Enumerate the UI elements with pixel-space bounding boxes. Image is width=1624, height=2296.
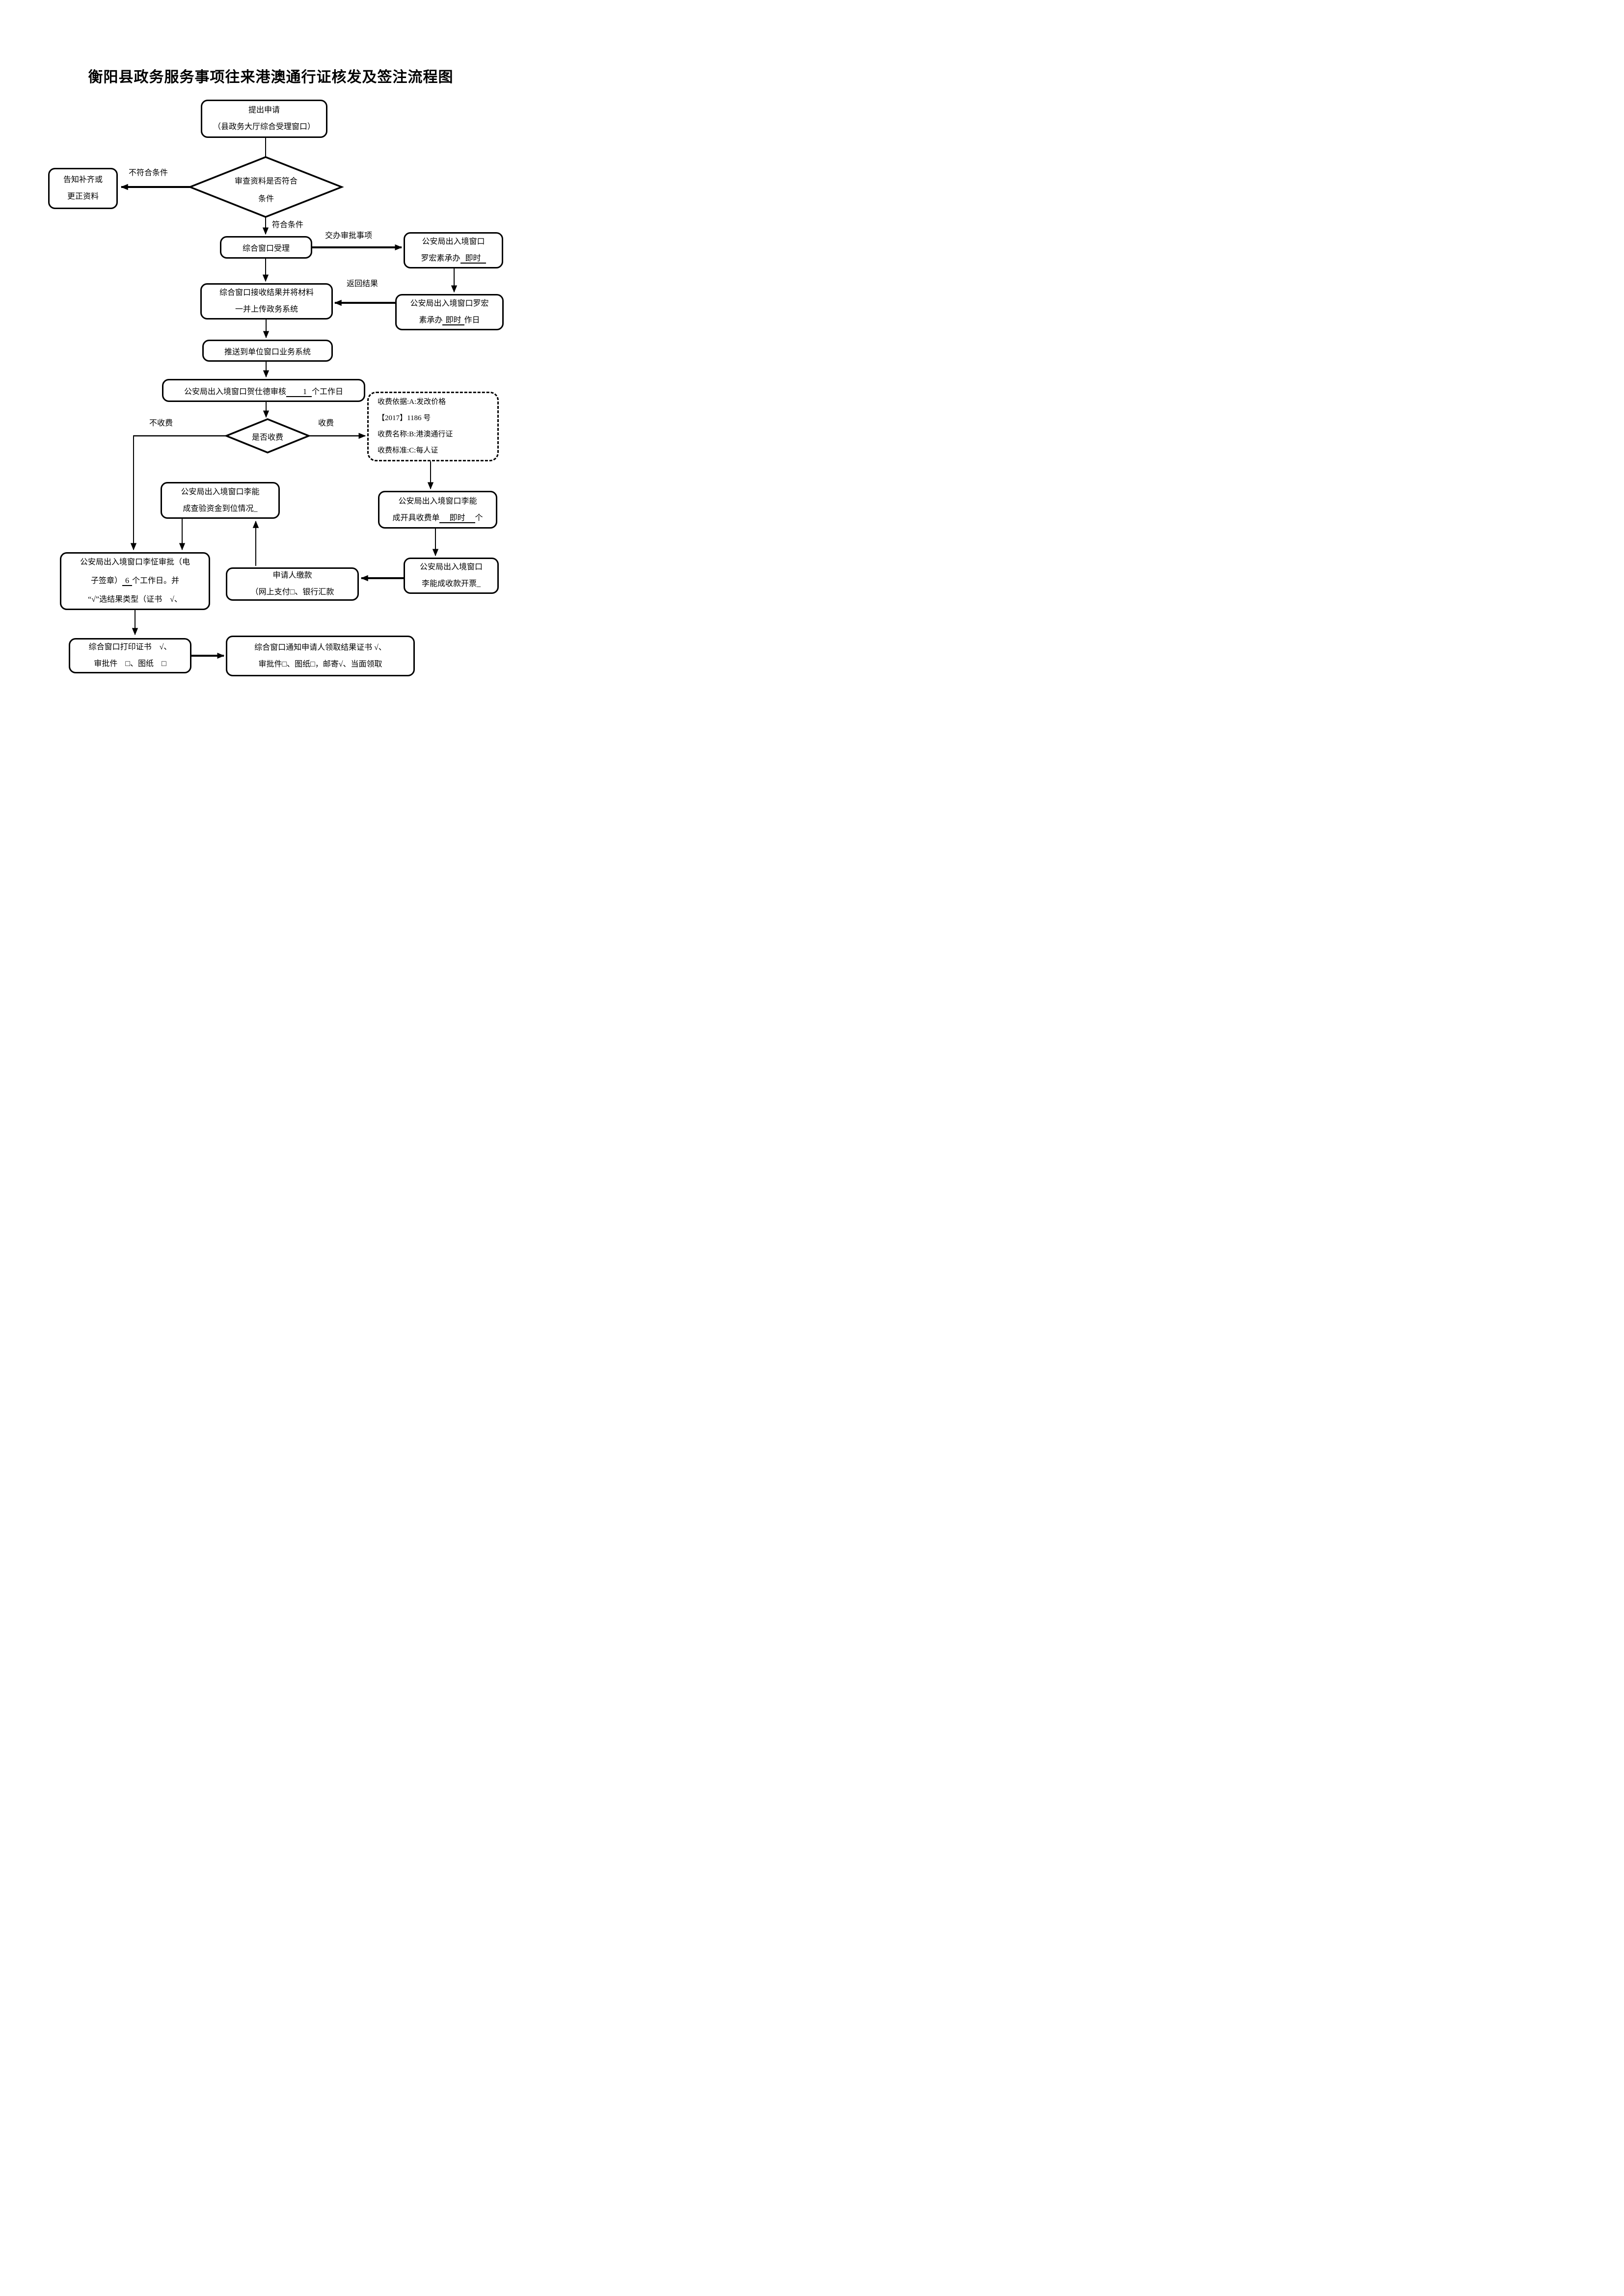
push-system-node: 推送到单位窗口业务系统	[202, 340, 333, 362]
label-assign: 交办审批事项	[325, 232, 373, 240]
start-line1: 提出申请	[248, 106, 280, 114]
check-funds-node: 公安局出入境窗口李能 成查验资金到位情况_	[161, 482, 280, 519]
start-line2: （县政务大厅综合受理窗口）	[213, 123, 315, 131]
approve-days-underline: 6	[122, 577, 132, 586]
review-days-underline: 1	[286, 387, 312, 397]
label-not-qualified: 不符合条件	[129, 169, 168, 177]
start-node: 提出申请 （县政务大厅综合受理窗口）	[201, 100, 327, 138]
applicant-pay-node: 申请人缴款 （网上支付□、银行汇款	[226, 567, 359, 601]
page-title: 衡阳县政务服务事项往来港澳通行证核发及签注流程图	[88, 69, 454, 85]
notify-result-node: 综合窗口通知申请人领取结果证书 √、 审批件□、图纸□，邮寄√、当面领取	[226, 636, 415, 676]
fee-decision-label: 是否收费	[251, 433, 283, 442]
police-handle-2-node: 公安局出入境窗口罗宏 素承办即时作日	[395, 294, 504, 330]
label-qualified: 符合条件	[272, 221, 304, 229]
print-cert-node: 综合窗口打印证书 √、 审批件 □、图纸 □	[69, 638, 191, 673]
window-receive-node: 综合窗口接收结果并将材料 一并上传政务系统	[200, 283, 333, 320]
label-no-fee: 不收费	[149, 419, 173, 427]
police-handle-1-node: 公安局出入境窗口 罗宏素承办即时	[404, 232, 503, 268]
window-accept-node: 综合窗口受理	[220, 236, 312, 259]
flowchart-page: 衡阳县政务服务事项往来港澳通行证核发及签注流程图 提出	[0, 0, 541, 765]
handling-time-underline: 即时	[442, 316, 464, 325]
fee-info-node: 收费依据:A:发改价格 【2017】1186 号 收费名称:B:港澳通行证 收费…	[367, 392, 499, 461]
issue-bill-node: 公安局出入境窗口李能 成开具收费单即时个	[378, 491, 497, 529]
bill-time-underline: 即时	[439, 513, 475, 523]
label-fee: 收费	[318, 419, 334, 427]
notify-correct-node: 告知补齐或 更正资料	[48, 168, 118, 209]
label-return-result: 返回结果	[347, 280, 379, 288]
review-decision-label: 审查资料是否符合 条件	[234, 177, 298, 203]
collect-invoice-node: 公安局出入境窗口 李能成收款开票_	[404, 558, 499, 594]
handling-time-underline: 即时	[460, 254, 486, 264]
